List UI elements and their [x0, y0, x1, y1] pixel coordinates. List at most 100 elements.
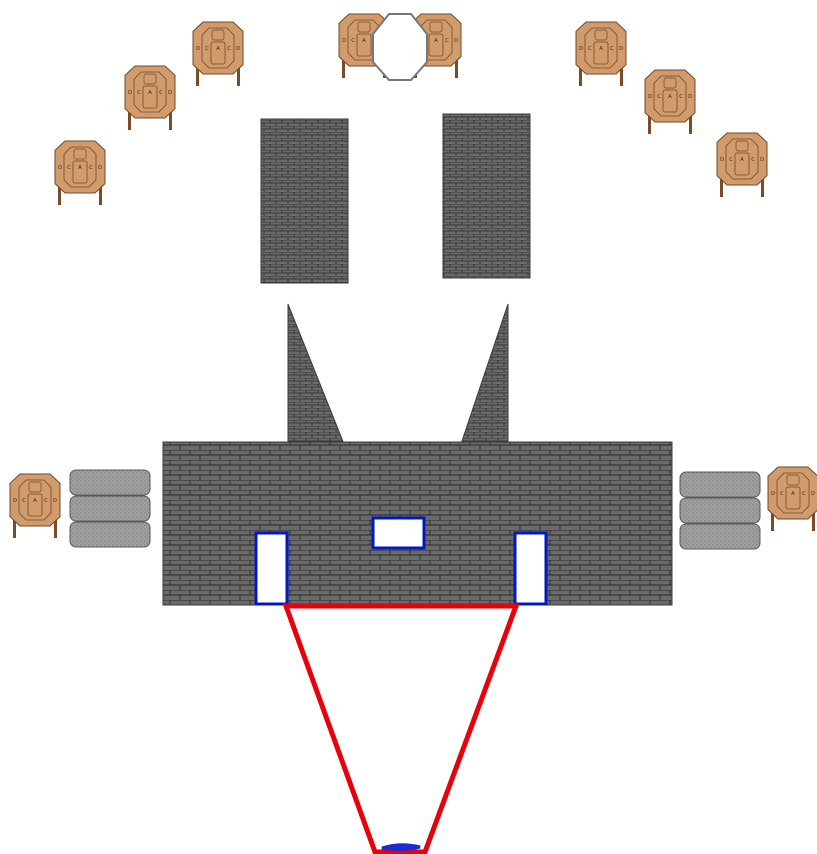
ipsc-target-icon: [575, 21, 627, 75]
target-zone-label: D: [13, 498, 17, 504]
target-head-zone: [211, 29, 225, 41]
target-head-zone: [357, 21, 371, 33]
barrel-icon: [679, 497, 761, 524]
barrel-icon: [69, 521, 151, 548]
target-a-zone: [356, 33, 372, 57]
target-c-zone: [725, 138, 759, 180]
target-zone-label: A: [362, 38, 366, 44]
target-zone-label: D: [579, 46, 583, 52]
target-head-zone: [429, 21, 443, 33]
target-stand-leg: [689, 104, 692, 134]
target-head-zone: [28, 481, 42, 493]
ipsc-target-icon: [54, 140, 106, 194]
targets-layer: DCACDDCACDDCACDDCACDDCACDDCACDDCACDDCACD…: [9, 13, 817, 538]
target-zone-label: C: [445, 38, 449, 44]
target-zone-label: C: [205, 46, 209, 52]
ipsc-target-icon: [124, 65, 176, 119]
target-stand-leg: [455, 48, 458, 78]
target-zone-label: C: [159, 90, 163, 96]
target-zone-label: A: [216, 46, 220, 52]
target-zone-label: C: [89, 165, 93, 171]
target-stand-leg: [58, 175, 61, 205]
target-stand-leg: [169, 100, 172, 130]
target-zone-label: C: [610, 46, 614, 52]
fault-lines: [282, 603, 520, 854]
target-head-zone: [73, 148, 87, 160]
target-zone-label: A: [791, 491, 795, 497]
target-zone-label: D: [648, 94, 652, 100]
ipsc-target-icon: [192, 21, 244, 75]
target-zone-label: D: [619, 46, 623, 52]
target-stand-leg: [196, 56, 199, 86]
target-zone-label: C: [657, 94, 661, 100]
start-position-icon: [381, 843, 421, 851]
target-head-zone: [143, 73, 157, 85]
target-zone-label: C: [351, 38, 355, 44]
barrel-stack-right: [679, 471, 761, 550]
target-zone-label: C: [137, 90, 141, 96]
target-zone-label: D: [771, 491, 775, 497]
target-zone-label: C: [679, 94, 683, 100]
wing-wall-right: [460, 303, 509, 445]
target-a-zone: [27, 493, 43, 517]
port-center: [371, 516, 426, 550]
target-zone-label: D: [760, 157, 764, 163]
target-stand-leg: [771, 501, 774, 531]
target-c-zone: [584, 27, 618, 69]
target-zone-label: D: [53, 498, 57, 504]
target-zone-label: D: [811, 491, 815, 497]
ipsc-target-icon: [767, 466, 817, 520]
target-zone-label: C: [44, 498, 48, 504]
target-stand-leg: [54, 508, 57, 538]
target-stand-leg: [812, 501, 815, 531]
target-zone-label: A: [148, 90, 152, 96]
target-head-zone: [663, 77, 677, 89]
target-c-zone: [201, 27, 235, 69]
target-zone-label: D: [688, 94, 692, 100]
target-stand-leg: [720, 167, 723, 197]
target-zone-label: C: [802, 491, 806, 497]
target-stand-leg: [128, 100, 131, 130]
target-stand-leg: [237, 56, 240, 86]
barrel-icon: [679, 471, 761, 498]
target-a-zone: [785, 486, 801, 510]
target-zone-label: A: [668, 94, 672, 100]
target-zone-label: C: [751, 157, 755, 163]
target-a-zone: [734, 152, 750, 176]
wing-wall-left: [287, 303, 345, 445]
target-a-zone: [593, 41, 609, 65]
target-a-zone: [210, 41, 226, 65]
target-zone-label: D: [128, 90, 132, 96]
target-zone-label: C: [227, 46, 231, 52]
target-c-zone: [653, 75, 687, 117]
target-zone-label: A: [33, 498, 37, 504]
target-head-zone: [594, 29, 608, 41]
target-a-zone: [428, 33, 444, 57]
no-shoot-target: [372, 13, 428, 81]
target-a-zone: [72, 160, 88, 184]
target-zone-label: C: [780, 491, 784, 497]
barrel-icon: [69, 495, 151, 522]
barrel-icon: [69, 469, 151, 496]
target-zone-label: D: [342, 38, 346, 44]
target-c-zone: [63, 146, 97, 188]
barrel-icon: [679, 523, 761, 550]
ipsc-target-icon: [716, 132, 768, 186]
target-zone-label: A: [599, 46, 603, 52]
target-stand-leg: [579, 56, 582, 86]
target-zone-label: D: [98, 165, 102, 171]
wall-top-left: [260, 118, 349, 284]
target-stand-leg: [761, 167, 764, 197]
port-right: [513, 531, 548, 606]
target-zone-label: C: [67, 165, 71, 171]
target-zone-label: A: [740, 157, 744, 163]
target-zone-label: C: [588, 46, 592, 52]
target-zone-label: A: [434, 38, 438, 44]
target-stand-leg: [648, 104, 651, 134]
port-left: [254, 531, 289, 606]
